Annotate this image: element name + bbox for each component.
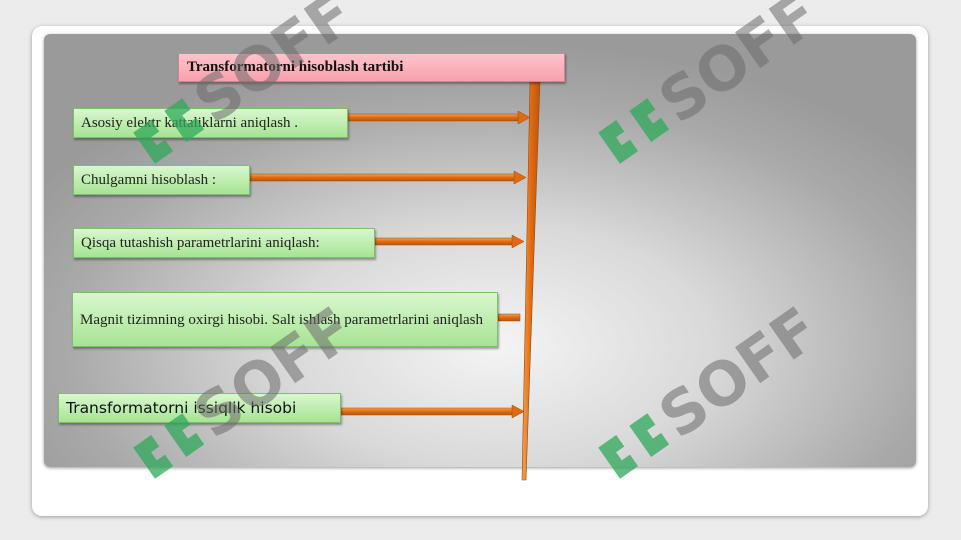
step-box-1: Asosiy elektr kattaliklarni aniqlash . [73,108,348,138]
step-label-4: Magnit tizimning oxirgi hisobi. Salt ish… [80,311,484,328]
step-label-3: Qisqa tutashish parametrlarini aniqlash: [81,234,320,251]
step-label-5: Transformatorni issiqlik hisobi [66,399,297,417]
diagram-title: Transformatorni hisoblash tartibi [178,53,565,82]
step-box-2: Chulgamni hisoblash : [73,165,250,195]
step-label-1: Asosiy elektr kattaliklarni aniqlash . [81,114,299,131]
step-box-5: Transformatorni issiqlik hisobi [58,393,341,423]
step-box-4: Magnit tizimning oxirgi hisobi. Salt ish… [72,292,498,347]
step-label-2: Chulgamni hisoblash : [81,171,216,188]
step-box-3: Qisqa tutashish parametrlarini aniqlash: [73,228,375,258]
